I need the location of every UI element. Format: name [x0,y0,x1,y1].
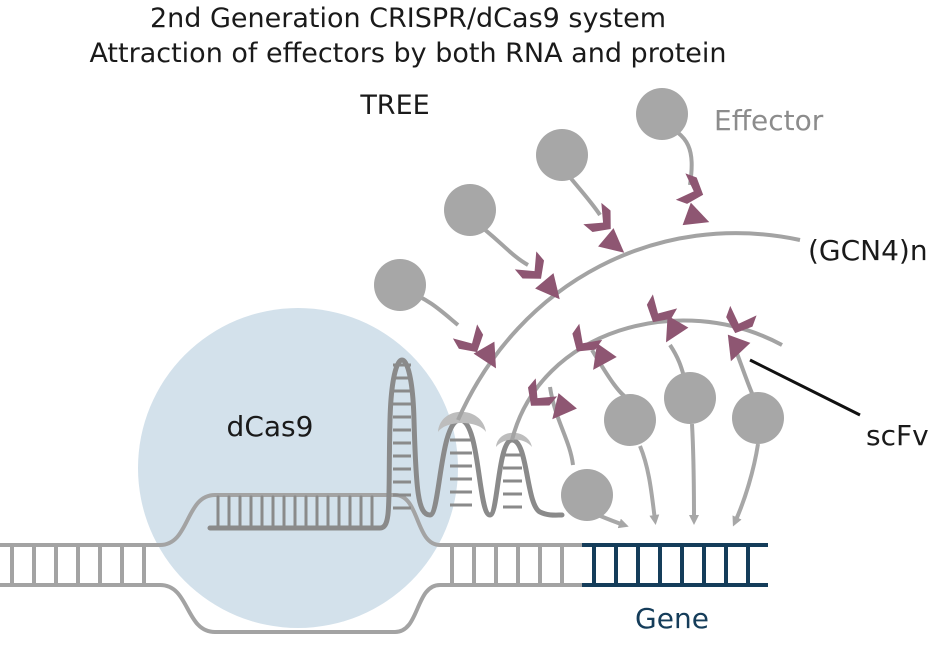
title-line-1: 2nd Generation CRISPR/dCas9 system [150,3,666,34]
scfv-chevron [527,378,558,406]
scfv-chevron [666,315,689,343]
gene-dna [582,543,768,587]
effector-arrows [597,423,760,529]
effector-2 [444,184,496,236]
effector-7 [664,372,716,424]
scfv-label: scFv [866,419,929,452]
scfv-chevron [452,324,484,353]
gcn4-array-arc [456,231,801,421]
scfv-chevron [572,323,603,352]
title-line-2: Attraction of effectors by both RNA and … [89,38,726,69]
scfv-chevron [552,393,577,420]
effector-6 [604,394,656,446]
scfv-chevron [473,341,496,369]
effector-label: Effector [714,104,824,137]
scfv-chevron [598,228,625,253]
scfv-chevron [675,173,704,204]
effector-1 [374,259,426,311]
outer-effectors [374,88,688,311]
scfv-chevron [583,202,611,233]
scfv-chevron [593,343,617,370]
system-name-label: TREE [359,90,429,121]
dna-bubble [159,493,441,634]
effector-3 [536,129,588,181]
guide-rna [207,357,565,531]
scfv-chevron [646,294,678,323]
scfv-chevrons [452,173,757,420]
scfv-chevron [535,273,560,300]
gcn4-label: (GCN4)n [808,234,928,267]
dna-left [0,543,160,587]
scfv-chevron [682,202,710,226]
inner-effectors [561,372,784,521]
scfv-chevron [514,251,545,279]
dcas9-label: dCas9 [227,410,314,443]
scfv-chevron [726,305,757,334]
dna-middle [440,543,582,587]
scfv-chevron [727,334,751,362]
effector-4 [636,88,688,140]
effector-8 [732,392,784,444]
rna-hairpin-rungs [393,363,522,510]
mcp-caps [438,411,532,447]
effector-5 [561,469,613,521]
gene-label: Gene [635,602,709,635]
dcas9-protein [138,308,458,628]
